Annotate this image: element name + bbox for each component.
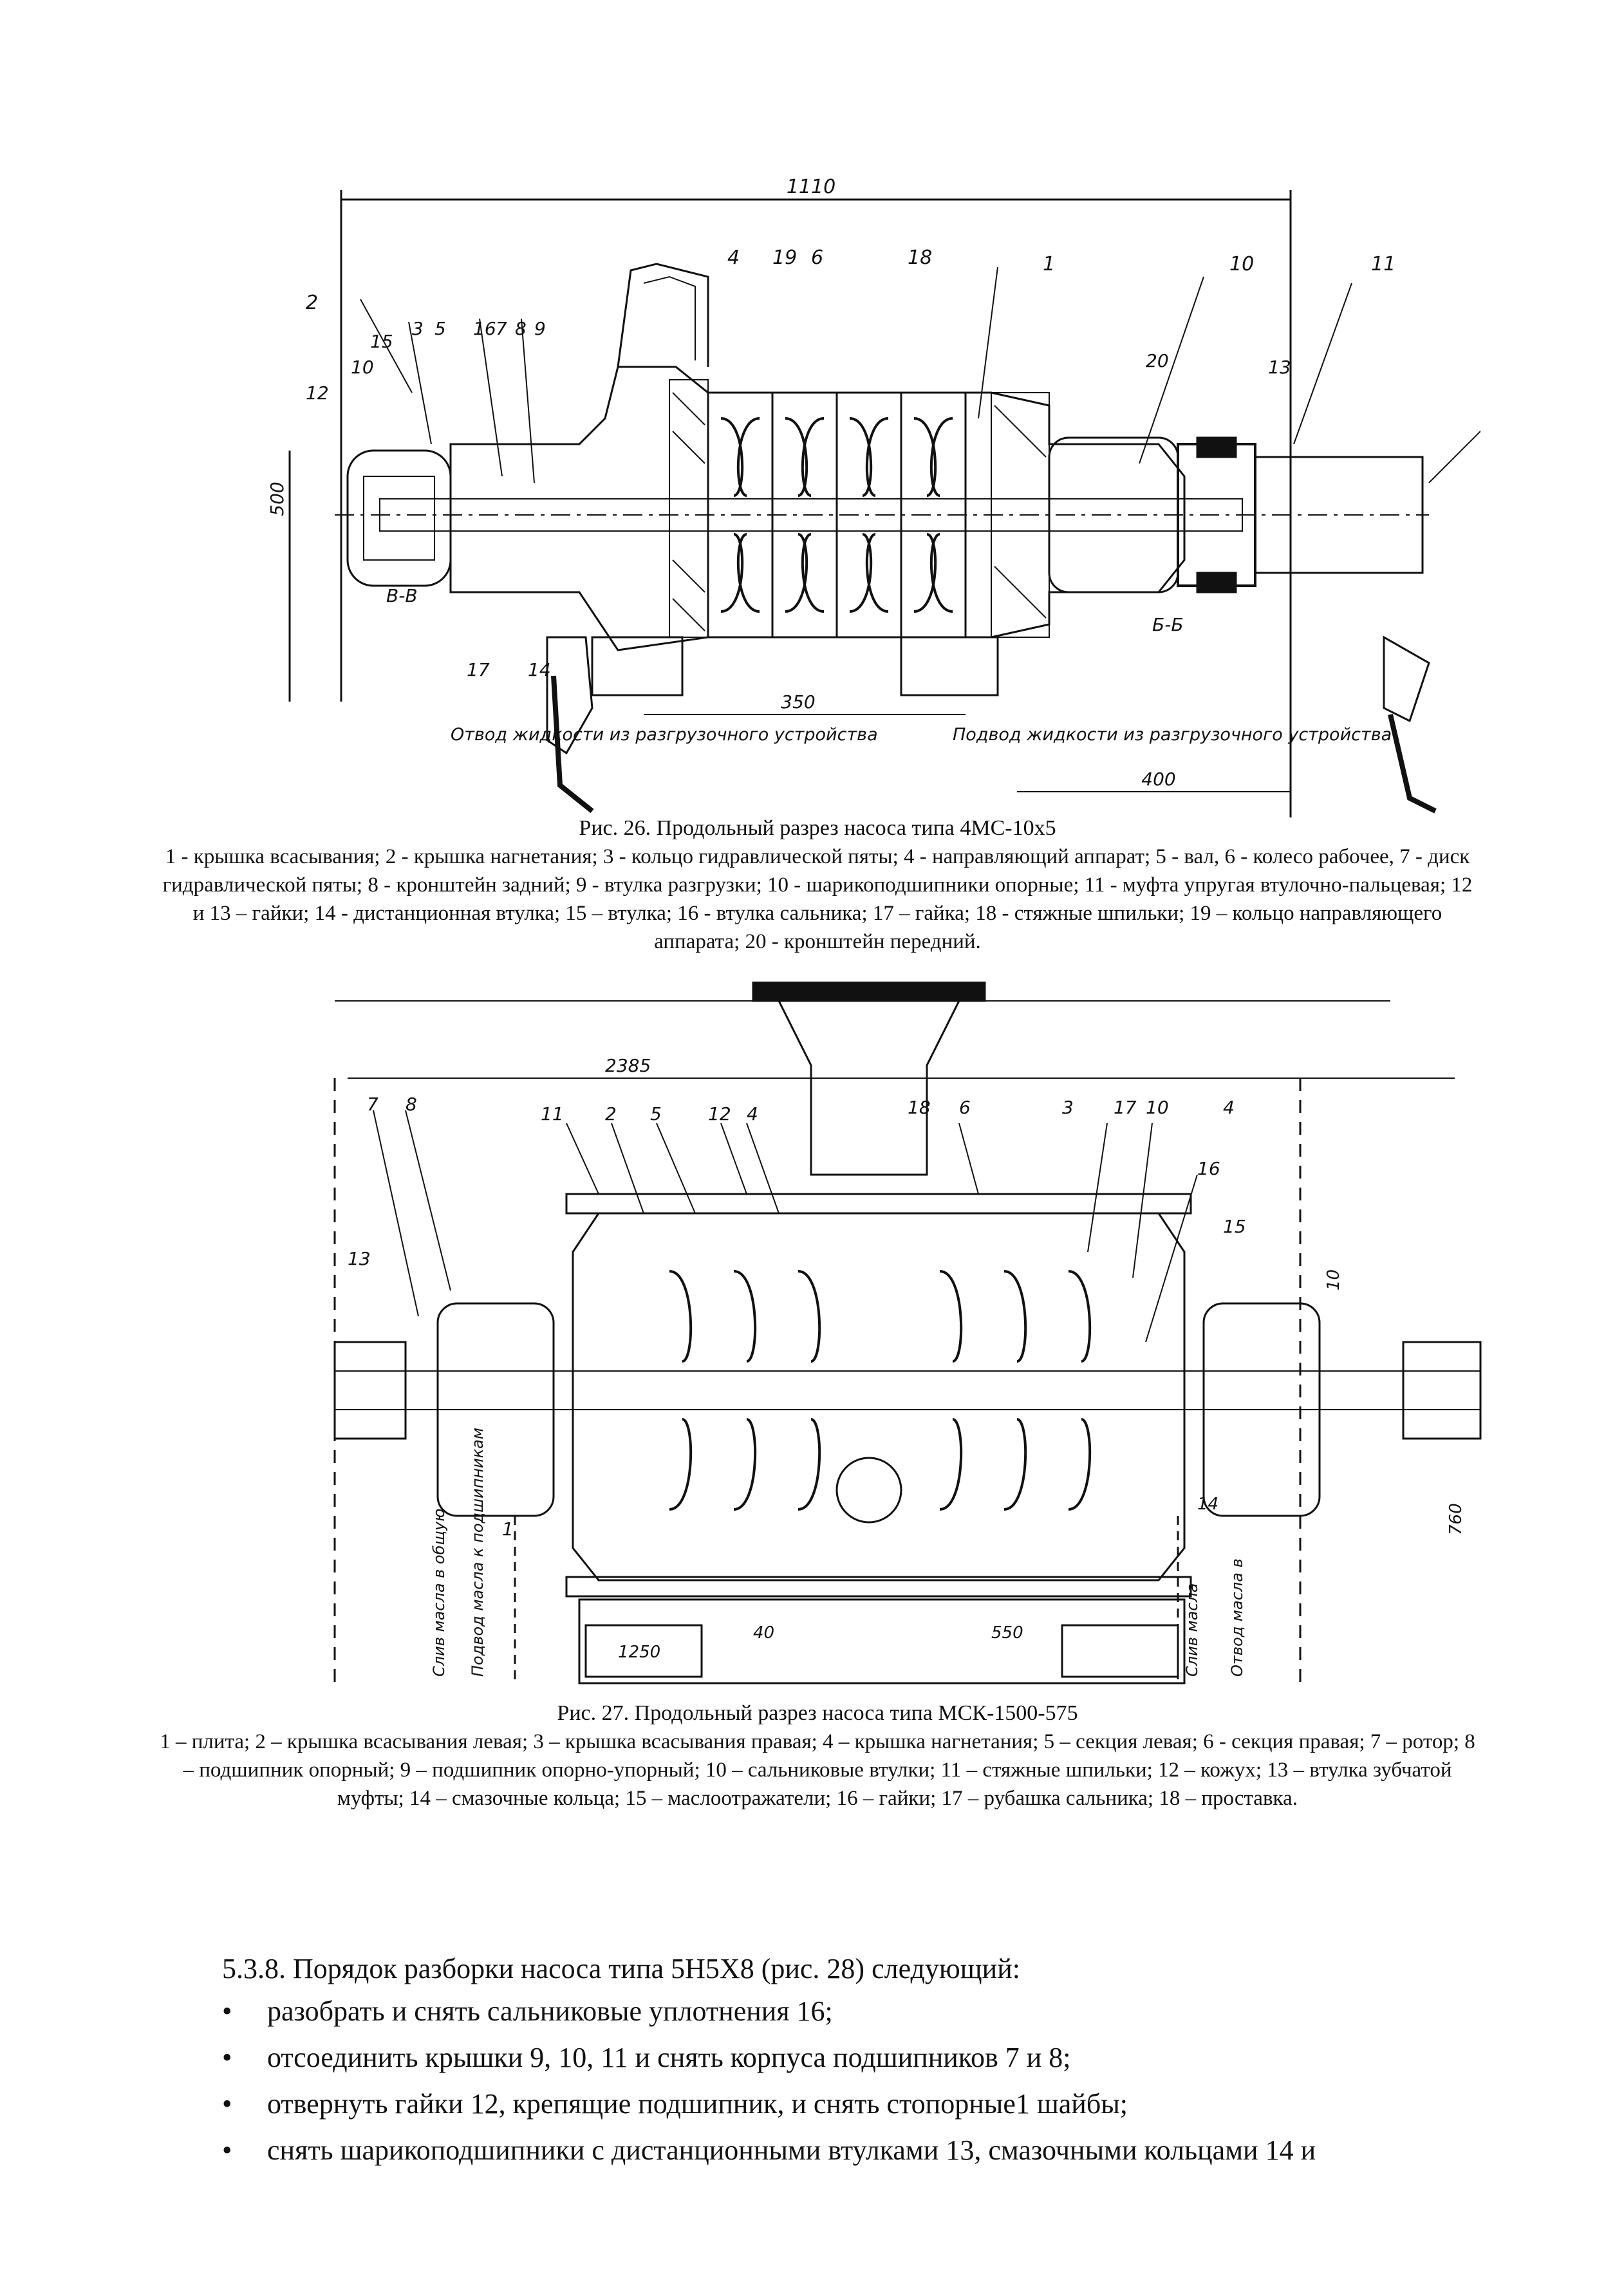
figure-26-caption: Рис. 26. Продольный разрез насоса типа 4… — [154, 814, 1480, 956]
callout-14: 14 — [528, 659, 551, 680]
dim-500: 500 — [266, 481, 288, 516]
callout-8: 8 — [515, 318, 527, 339]
section-5-3-8: 5.3.8. Порядок разборки насоса типа 5Н5Х… — [222, 1950, 1509, 2178]
callout-1: 1 — [502, 1518, 514, 1540]
dim-400: 400 — [1141, 769, 1175, 790]
figure-27-legend: 1 – плита; 2 – крышка всасывания левая; … — [160, 1730, 1475, 1810]
callout-17: 17 — [467, 659, 490, 680]
callout-4: 4 — [747, 1103, 758, 1124]
callout-20: 20 — [1146, 350, 1169, 371]
figure-27-title: Рис. 27. Продольный разрез насоса типа М… — [557, 1701, 1078, 1725]
callout-7: 7 — [367, 1094, 378, 1115]
section-heading: 5.3.8. Порядок разборки насоса типа 5Н5Х… — [222, 1953, 1020, 1984]
dim-350: 350 — [781, 691, 815, 713]
section-mark-bb: Б-Б — [1152, 614, 1184, 635]
figure-26-drawing: 1110 500 350 400 1 2 3 4 5 6 7 8 9 10 11… — [257, 174, 1480, 817]
figure-27-caption: Рис. 27. Продольный разрез насоса типа М… — [154, 1699, 1480, 1813]
callout-15: 15 — [1223, 1216, 1246, 1237]
dim-550: 550 — [991, 1623, 1023, 1643]
callout-11: 11 — [1371, 253, 1395, 275]
callout-18: 18 — [908, 247, 932, 269]
callout-3: 3 — [412, 318, 424, 339]
callout-12: 12 — [708, 1103, 731, 1124]
callout-7: 7 — [496, 318, 507, 339]
list-item: отвернуть гайки 12, крепящие подшипник, … — [222, 2085, 1509, 2123]
callout-18: 18 — [908, 1097, 931, 1118]
list-item: разобрать и снять сальниковые уплотнения… — [222, 1993, 1509, 2030]
figure-26-title: Рис. 26. Продольный разрез насоса типа 4… — [579, 816, 1056, 840]
callout-1: 1 — [1043, 253, 1055, 275]
callout-5: 5 — [650, 1103, 662, 1124]
section-mark-vv: В-В — [386, 585, 418, 606]
note-left-1: Слив масла в общую — [430, 1509, 448, 1677]
note-right: Подвод жидкости из разгрузочного устройс… — [953, 725, 1392, 745]
callout-10: 10 — [1146, 1097, 1169, 1118]
callout-9: 9 — [534, 318, 546, 339]
callout-5: 5 — [434, 318, 446, 339]
callout-4: 4 — [727, 247, 740, 269]
list-item: снять шарикоподшипники с дистанционными … — [222, 2132, 1509, 2169]
callout-3: 3 — [1062, 1097, 1074, 1118]
callout-13: 13 — [348, 1248, 371, 1269]
note-left-2: Подвод масла к подшипникам — [469, 1428, 487, 1677]
callout-10: 10 — [1229, 253, 1254, 275]
dim-40: 40 — [753, 1623, 774, 1643]
callout-10-left: 10 — [351, 357, 374, 378]
callout-16: 16 — [473, 318, 496, 339]
callout-2: 2 — [306, 292, 318, 314]
callout-2: 2 — [605, 1103, 617, 1124]
callout-13: 13 — [1268, 357, 1291, 378]
dim-1250: 1250 — [618, 1643, 660, 1662]
callout-6: 6 — [811, 247, 823, 269]
figure-26-legend: 1 - крышка всасывания; 2 - крышка нагнет… — [162, 845, 1473, 953]
callout-12: 12 — [306, 382, 329, 404]
callout-17: 17 — [1114, 1097, 1137, 1118]
callout-6: 6 — [959, 1097, 971, 1118]
callout-14: 14 — [1197, 1495, 1218, 1514]
dim-1110: 1110 — [787, 176, 835, 198]
dim-2385: 2385 — [605, 1055, 651, 1076]
note-left: Отвод жидкости из разгрузочного устройст… — [451, 725, 878, 745]
note-right-2: Отвод масла в — [1228, 1558, 1246, 1677]
callout-11: 11 — [541, 1103, 564, 1124]
list-item: отсоединить крышки 9, 10, 11 и снять кор… — [222, 2039, 1509, 2076]
note-right-1: Слив масла — [1183, 1583, 1201, 1677]
callout-19: 19 — [772, 247, 797, 269]
callout-16: 16 — [1197, 1158, 1220, 1179]
procedure-list: разобрать и снять сальниковые уплотнения… — [222, 1993, 1509, 2169]
figure-27-drawing: 2385 1250 550 40 10 760 7 8 11 2 5 12 4 … — [309, 982, 1493, 1690]
callout-4-right: 4 — [1223, 1097, 1235, 1118]
dim-10: 10 — [1324, 1269, 1343, 1291]
callout-8: 8 — [406, 1094, 417, 1115]
dim-760: 760 — [1446, 1503, 1466, 1535]
callout-15: 15 — [370, 331, 393, 352]
